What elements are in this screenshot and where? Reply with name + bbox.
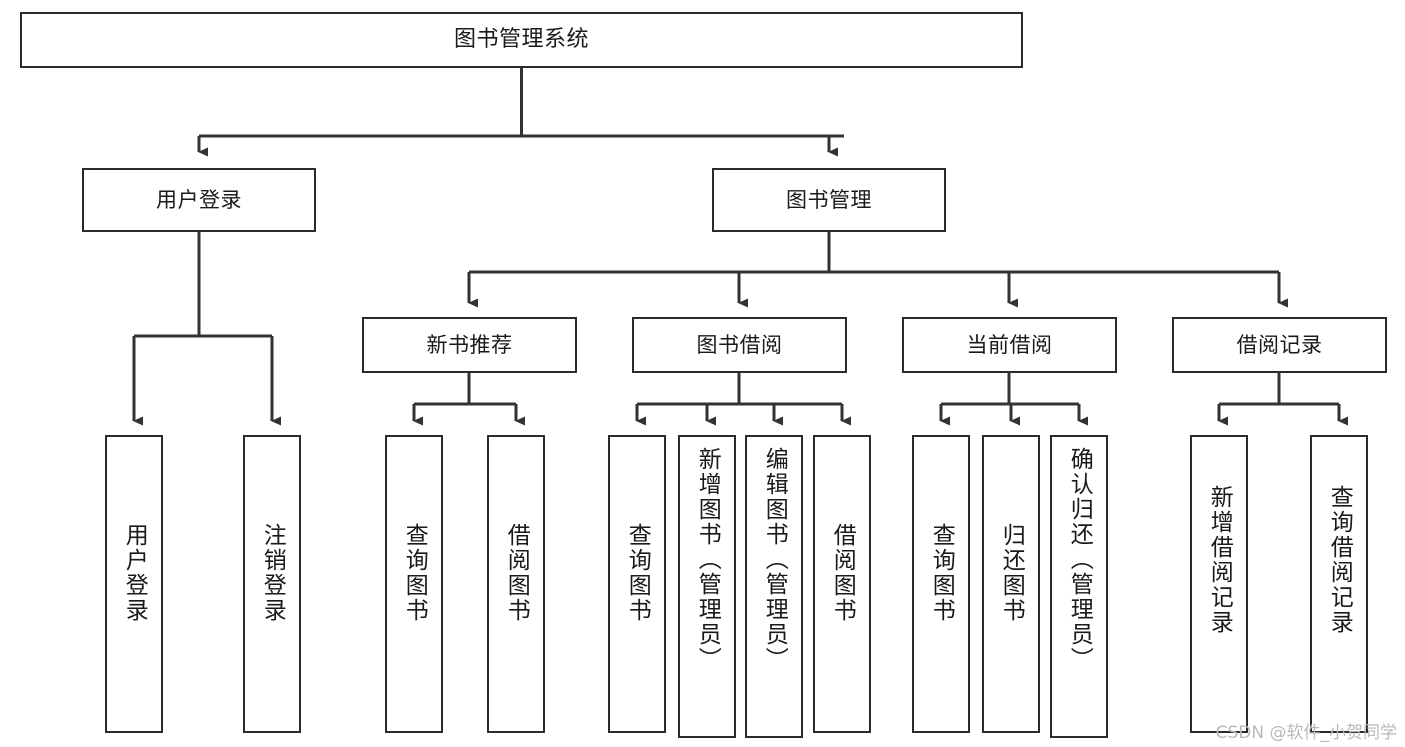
node-leaf-edit-book[interactable]: 编辑图书（管理员）: [745, 435, 803, 738]
node-leaf-return-book[interactable]: 归还图书: [982, 435, 1040, 733]
node-book-manage[interactable]: 图书管理: [712, 168, 946, 232]
node-new-book-recommend-label: 新书推荐: [426, 332, 513, 357]
node-leaf-add-record-label: 新增借阅记录: [1206, 485, 1233, 635]
node-leaf-user-login[interactable]: 用户登录: [105, 435, 163, 733]
node-book-borrow-label: 图书借阅: [696, 332, 783, 357]
node-user-login[interactable]: 用户登录: [82, 168, 316, 232]
node-leaf-query-record-label: 查询借阅记录: [1326, 485, 1353, 635]
node-borrow-record[interactable]: 借阅记录: [1172, 317, 1387, 373]
node-leaf-query-book-rec[interactable]: 查询图书: [385, 435, 443, 733]
node-leaf-user-login-label: 用户登录: [121, 523, 148, 623]
node-leaf-query-book-cur[interactable]: 查询图书: [912, 435, 970, 733]
node-leaf-logout-login[interactable]: 注销登录: [243, 435, 301, 733]
node-new-book-recommend[interactable]: 新书推荐: [362, 317, 577, 373]
node-leaf-borrow-book-rec[interactable]: 借阅图书: [487, 435, 545, 733]
node-book-manage-label: 图书管理: [786, 187, 872, 212]
node-leaf-query-book-cur-label: 查询图书: [928, 523, 955, 623]
node-book-borrow[interactable]: 图书借阅: [632, 317, 847, 373]
node-current-borrow[interactable]: 当前借阅: [902, 317, 1117, 373]
node-leaf-query-record[interactable]: 查询借阅记录: [1310, 435, 1368, 733]
node-leaf-borrow-book-label: 借阅图书: [829, 523, 856, 623]
node-leaf-add-record[interactable]: 新增借阅记录: [1190, 435, 1248, 733]
node-user-login-label: 用户登录: [156, 187, 242, 212]
node-current-borrow-label: 当前借阅: [966, 332, 1053, 357]
node-leaf-logout-login-label: 注销登录: [259, 523, 286, 623]
node-leaf-add-book-label: 新增图书（管理员）: [694, 447, 721, 672]
node-leaf-edit-book-label: 编辑图书（管理员）: [761, 447, 788, 672]
node-leaf-borrow-book[interactable]: 借阅图书: [813, 435, 871, 733]
node-leaf-query-book-borrow-label: 查询图书: [624, 523, 651, 623]
node-root[interactable]: 图书管理系统: [20, 12, 1023, 68]
node-leaf-confirm-return[interactable]: 确认归还（管理员）: [1050, 435, 1108, 738]
node-leaf-return-book-label: 归还图书: [998, 523, 1025, 623]
node-leaf-confirm-return-label: 确认归还（管理员）: [1066, 447, 1093, 672]
node-root-label: 图书管理系统: [453, 27, 589, 52]
node-borrow-record-label: 借阅记录: [1236, 332, 1323, 357]
node-leaf-borrow-book-rec-label: 借阅图书: [503, 523, 530, 623]
node-leaf-add-book[interactable]: 新增图书（管理员）: [678, 435, 736, 738]
node-leaf-query-book-borrow[interactable]: 查询图书: [608, 435, 666, 733]
node-leaf-query-book-rec-label: 查询图书: [401, 523, 428, 623]
watermark-text: CSDN @软件_小贺同学: [1215, 723, 1397, 743]
